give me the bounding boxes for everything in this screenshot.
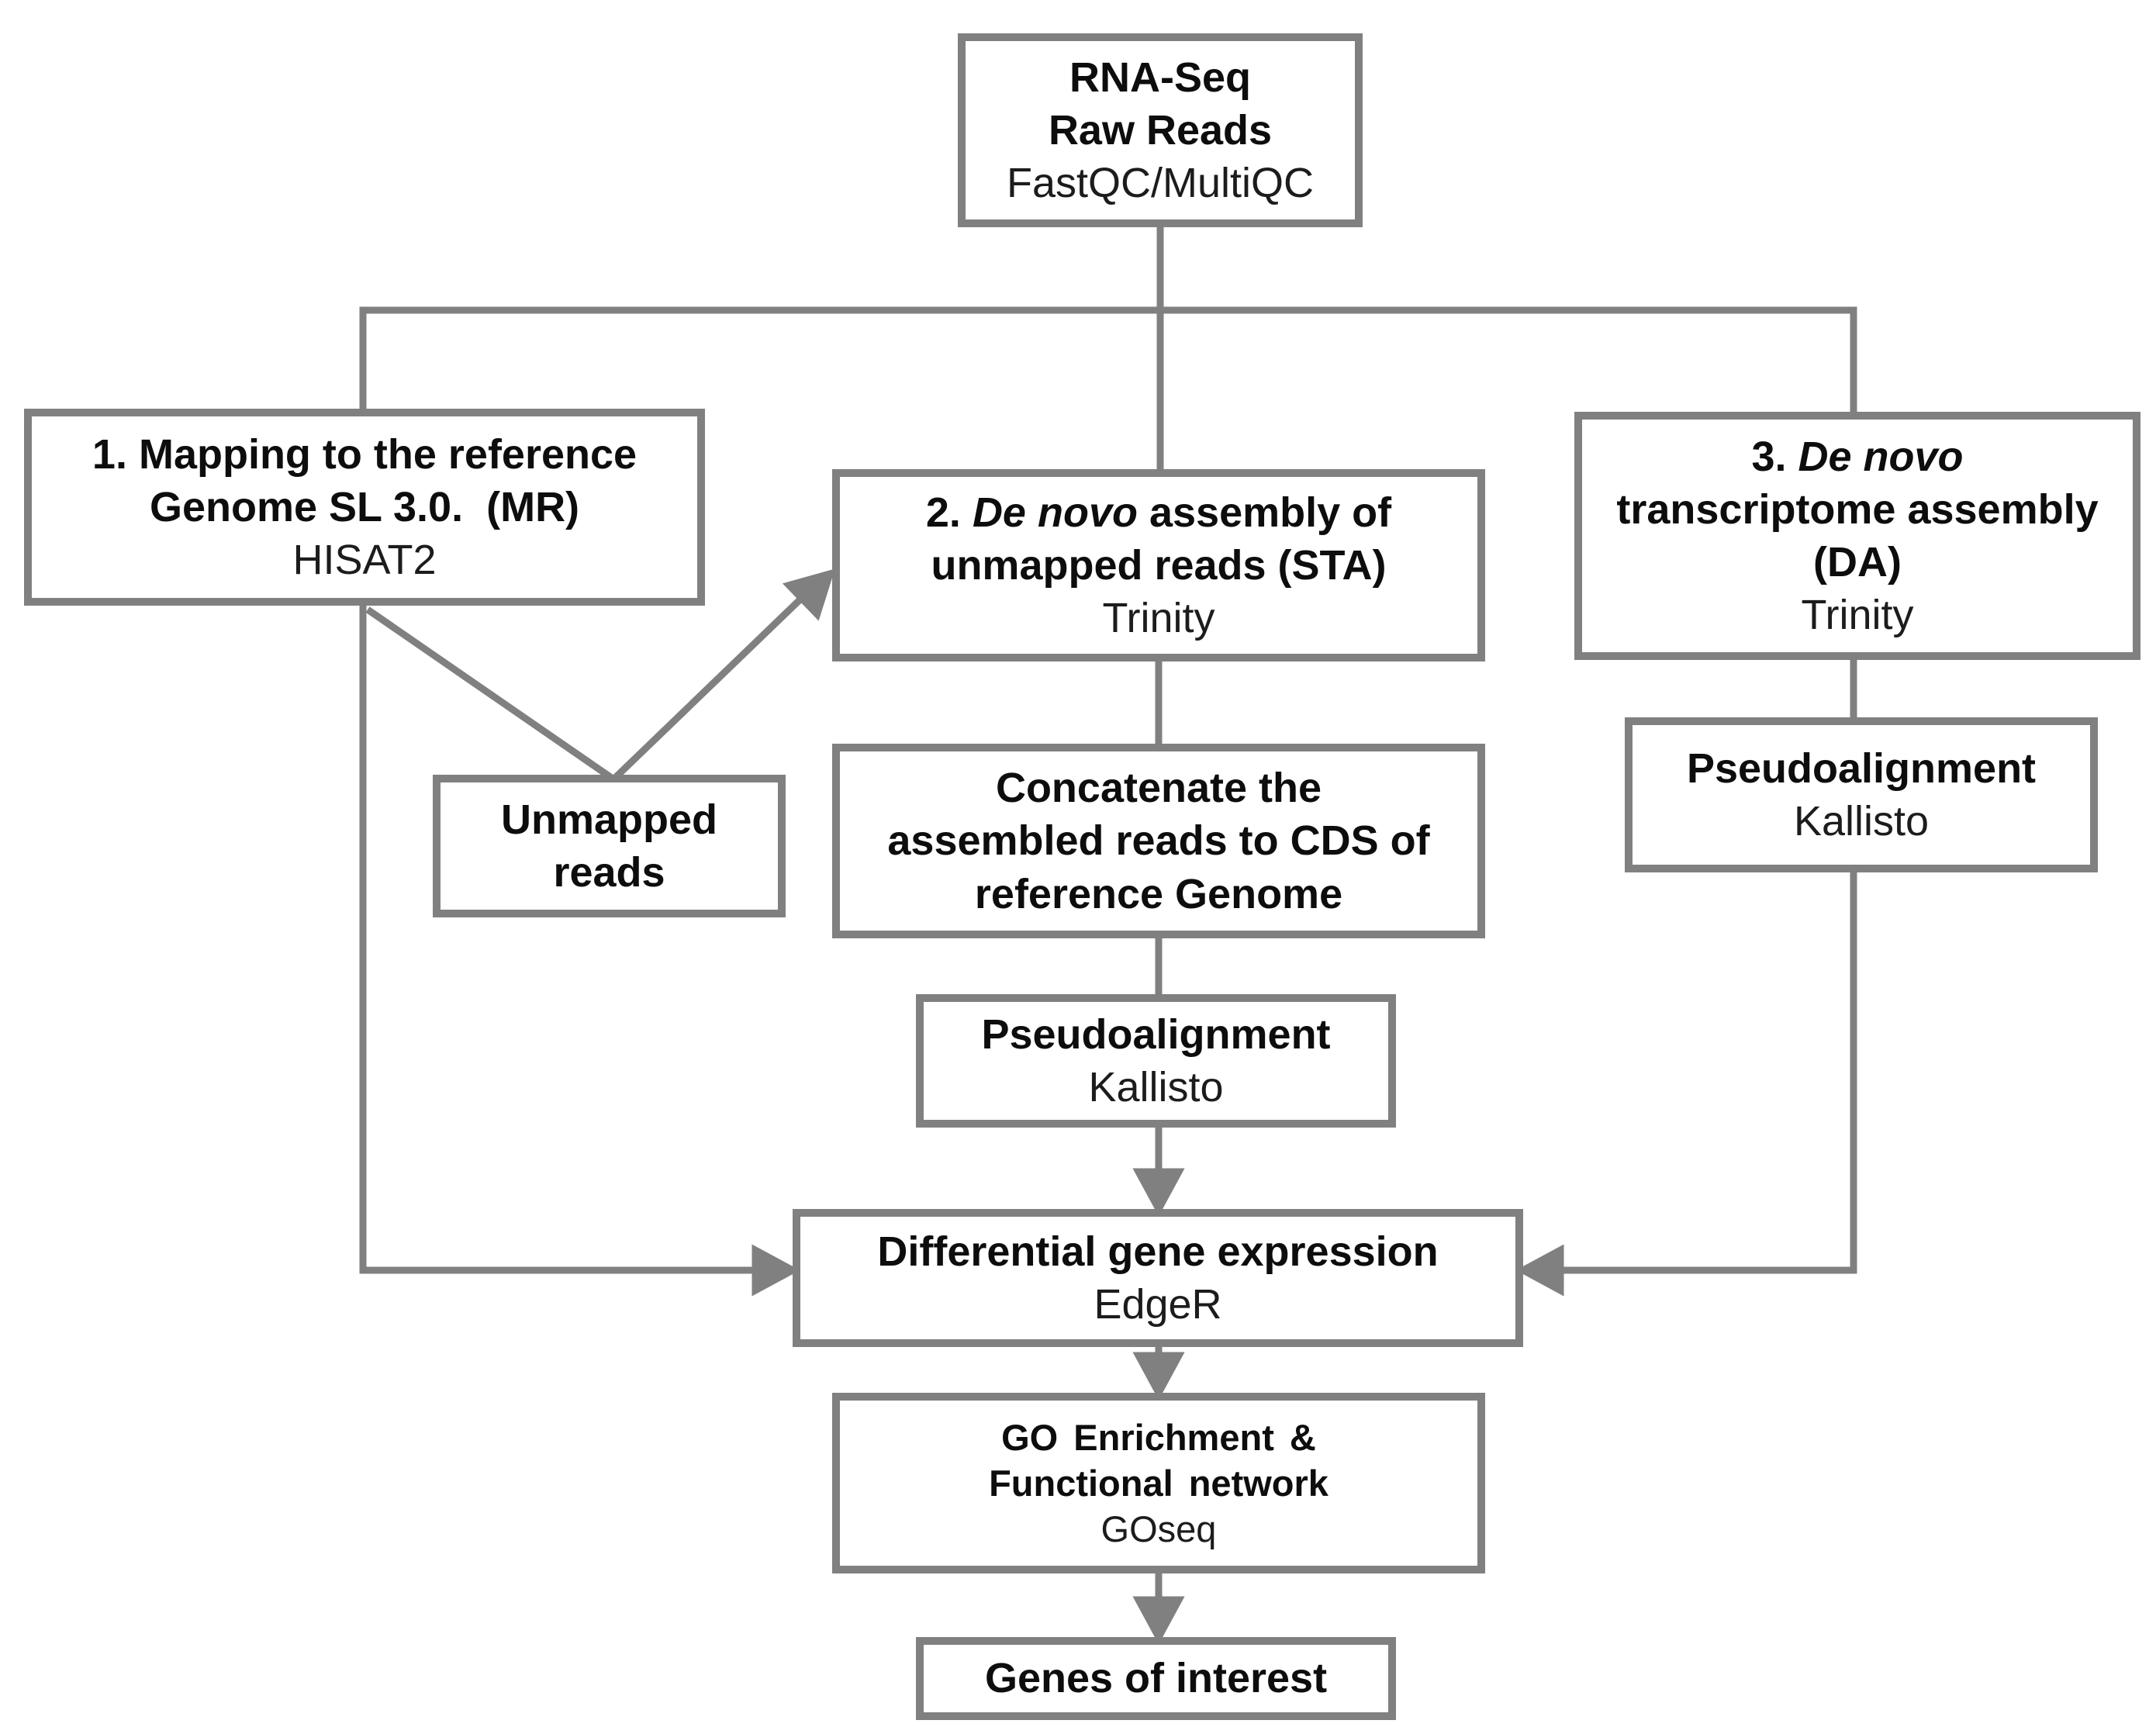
node-title-line: 2. De novo assembly of [926,486,1391,539]
connector-mapping-to-unmapped [365,606,615,782]
node-tool-label: Kallisto [1088,1064,1224,1111]
node-tool-label: Trinity [1102,595,1215,642]
node-mapping-reference: 1. Mapping to the reference Genome SL 3.… [24,409,705,606]
arrowhead-pseudo-to-dge [1132,1168,1185,1217]
arrowhead-pseudo-da-to-dge [1515,1244,1564,1297]
node-title-line: 3. De novo [1751,430,1963,483]
node-tool-label: EdgeR [1094,1281,1222,1328]
node-title-line: (DA) [1813,539,1902,585]
node-title-line: Differential gene expression [877,1228,1439,1275]
node-tool-label: FastQC/MultiQC [1006,160,1315,207]
node-title-line: GO Enrichment & [1001,1416,1316,1458]
node-title-line: Concatenate the [995,765,1322,812]
arrowhead-mapping-to-dge [751,1244,800,1297]
node-tool-label: HISAT2 [292,537,437,584]
node-title-line: unmapped reads (STA) [931,541,1387,589]
title-text: 3. [1751,433,1798,480]
node-title-line: transcriptome assembly [1616,485,2099,533]
node-tool-label: GOseq [1100,1508,1217,1550]
node-differential-expression: Differential gene expression EdgeR [793,1209,1523,1347]
node-go-enrichment: GO Enrichment & Functional network GOseq [832,1393,1485,1573]
node-title-line: Functional network [989,1462,1328,1504]
node-title-line: Pseudoalignment [1686,744,2037,792]
title-text: assembly of [1137,489,1392,536]
node-title-line: Genome SL 3.0. (MR) [149,483,580,530]
node-title-line: Genes of interest [984,1655,1328,1702]
node-title-line: assembled reads to CDS of [887,817,1430,865]
node-title-line: 1. Mapping to the reference [92,430,637,478]
node-concatenate: Concatenate the assembled reads to CDS o… [832,744,1485,938]
node-title-line: Pseudoalignment [981,1010,1331,1058]
arrowhead-unmapped-to-sta [782,568,835,621]
connector-unmapped-to-sta [611,592,808,782]
node-rna-seq-raw-reads: RNA-Seq Raw Reads FastQC/MultiQC [958,33,1363,227]
node-genes-of-interest: Genes of interest [916,1637,1396,1720]
node-title-line: reference Genome [974,870,1343,917]
node-sta-assembly: 2. De novo assembly of unmapped reads (S… [832,469,1485,661]
title-italic-text: De novo [972,489,1138,536]
node-title-line: Unmapped [500,796,718,843]
title-italic-text: De novo [1798,433,1964,480]
node-tool-label: Trinity [1801,592,1914,639]
node-tool-label: Kallisto [1793,798,1930,845]
title-text: 2. [925,489,973,536]
arrowhead-dge-to-go [1132,1352,1185,1401]
node-pseudoalignment-da: Pseudoalignment Kallisto [1625,717,2098,872]
node-title-line: reads [553,849,665,896]
node-da-assembly: 3. De novo transcriptome assembly (DA) T… [1574,412,2140,660]
node-title-line: Raw Reads [1048,106,1273,154]
arrowhead-go-to-genes [1132,1596,1185,1645]
node-title-line: RNA-Seq [1069,54,1251,101]
node-pseudoalignment-sta: Pseudoalignment Kallisto [916,994,1396,1128]
node-unmapped-reads: Unmapped reads [433,775,786,917]
